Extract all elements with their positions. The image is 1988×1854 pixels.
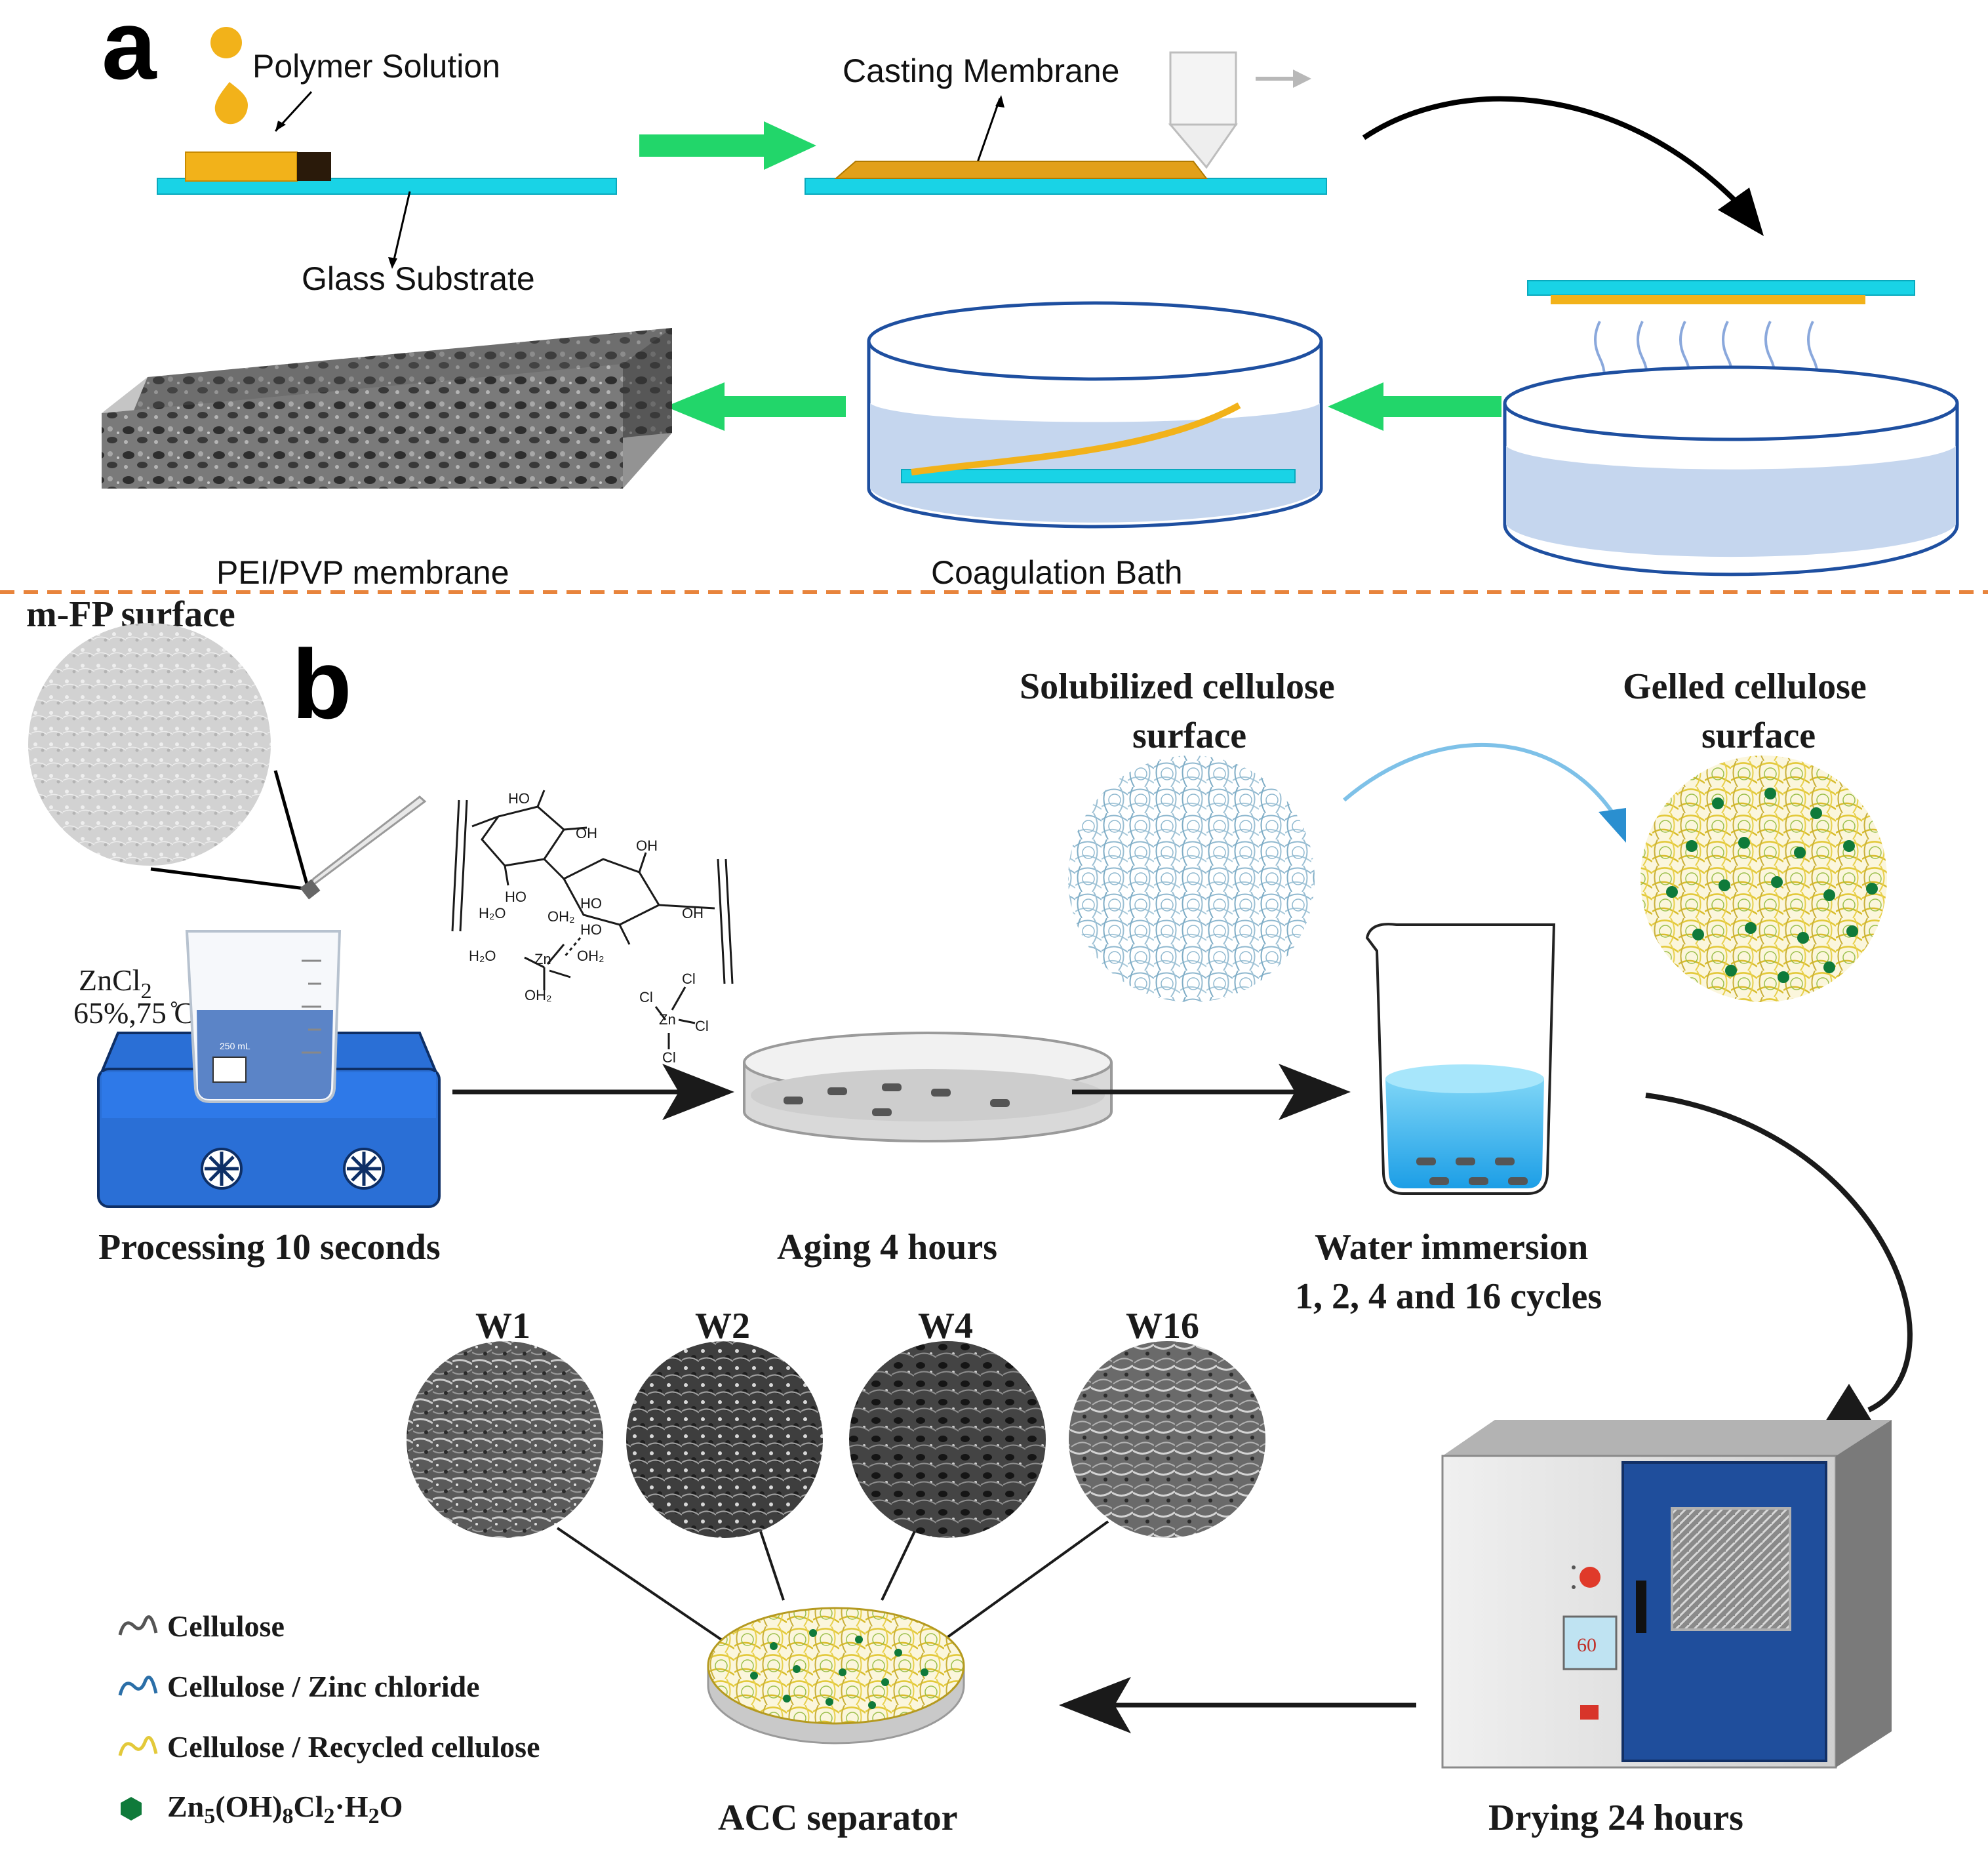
- legend: Cellulose Cellulose / Zinc chloride Cell…: [118, 1609, 540, 1828]
- svg-text:Zn: Zn: [659, 1011, 676, 1028]
- sample-label-w2: W2: [695, 1306, 750, 1346]
- curved-arrow-down: [1362, 96, 1746, 212]
- step-aging-label: Aging 4 hours: [777, 1227, 997, 1268]
- svg-text:HO: HO: [580, 921, 602, 938]
- coagulation-bath-label: Coagulation Bath: [931, 554, 1183, 591]
- svg-text:HO: HO: [580, 895, 602, 912]
- panel-a-letter: a: [102, 0, 157, 100]
- casting-membrane-label: Casting Membrane: [843, 52, 1119, 89]
- svg-text:Cl: Cl: [682, 971, 696, 987]
- oven-display-panel: [1562, 1615, 1618, 1670]
- oven-handle[interactable]: [1636, 1581, 1646, 1633]
- arrow-to-water: [1072, 1064, 1351, 1120]
- water-bath: [1503, 365, 1959, 576]
- sem-image-w2: [626, 1341, 823, 1538]
- gelled-cellulose-image: [1640, 756, 1887, 1002]
- svg-text:250 mL: 250 mL: [220, 1041, 250, 1051]
- oven-switch[interactable]: [1580, 1705, 1599, 1720]
- svg-text:Cl: Cl: [662, 1049, 676, 1066]
- svg-text:HO: HO: [508, 790, 530, 807]
- cast-film: [834, 161, 1208, 179]
- green-arrow-left-2: [666, 382, 846, 431]
- panel-b-letter: b: [292, 629, 352, 739]
- legend-cellulose-recycled-label: Cellulose / Recycled cellulose: [167, 1730, 540, 1763]
- legend-cellulose-zncl-icon: [118, 1676, 158, 1696]
- oven-display-value: 60: [1577, 1634, 1597, 1656]
- svg-text:OH₂: OH₂: [547, 908, 575, 925]
- sem-image-w4: [849, 1341, 1046, 1538]
- coagulation-bath: [867, 301, 1323, 529]
- cellulose-zinc-complex: [451, 790, 734, 1049]
- panel-b: m-FP surface b ZnCl2 65%,75 ̊C: [26, 594, 1913, 1838]
- green-arrow-right: [639, 121, 816, 170]
- tweezers: [300, 796, 427, 900]
- zncl2-conditions: 65%,75 ̊C: [73, 996, 194, 1030]
- polymer-drops: [210, 27, 248, 125]
- step-drying-label: Drying 24 hours: [1488, 1798, 1743, 1838]
- zncl2-label: ZnCl2: [79, 963, 152, 1003]
- beaker-on-hotplate: 250 mL: [185, 930, 342, 1103]
- pei-pvp-membrane-block: [102, 328, 672, 489]
- water-beaker: [1365, 923, 1556, 1195]
- svg-text:OH: OH: [636, 837, 658, 854]
- connector-lines: [556, 1520, 1109, 1641]
- inverted-plate: [1527, 280, 1915, 296]
- legend-cellulose-label: Cellulose: [167, 1609, 285, 1643]
- knob-left[interactable]: [201, 1148, 243, 1190]
- legend-cellulose-icon: [118, 1615, 158, 1636]
- casting-blade: [1168, 51, 1238, 169]
- svg-text:H₂O: H₂O: [479, 905, 506, 921]
- step-water-label-line2: 1, 2, 4 and 16 cycles: [1295, 1276, 1602, 1317]
- sample-label-w4: W4: [918, 1306, 973, 1346]
- solubilized-cellulose-image: [1068, 756, 1315, 1002]
- arrow-to-separator: [1059, 1677, 1416, 1733]
- step-water-label-line1: Water immersion: [1315, 1227, 1588, 1268]
- solubilized-label-line1: Solubilized cellulose: [1020, 666, 1335, 707]
- drying-oven: 60: [1441, 1420, 1892, 1769]
- oven-window: [1671, 1507, 1791, 1631]
- petri-dish: [743, 1032, 1113, 1142]
- blue-transition-arrow: [1343, 742, 1615, 815]
- svg-text:OH₂: OH₂: [525, 987, 552, 1003]
- svg-text:H₂O: H₂O: [469, 948, 496, 964]
- legend-zn-hexagon-icon: [121, 1797, 142, 1821]
- svg-text:OH: OH: [576, 825, 597, 841]
- gelled-label-line1: Gelled cellulose: [1623, 666, 1867, 707]
- svg-text:OH: OH: [682, 905, 704, 921]
- glass-substrate-label: Glass Substrate: [302, 260, 535, 297]
- knob-right[interactable]: [343, 1148, 385, 1190]
- sample-label-w16: W16: [1126, 1306, 1199, 1346]
- gelled-label-line2: surface: [1701, 715, 1816, 756]
- svg-text:OH₂: OH₂: [577, 948, 605, 964]
- acc-separator-disc: [707, 1607, 965, 1744]
- curved-arrow-to-oven: [1645, 1093, 1913, 1413]
- mfp-surface-image: [28, 623, 271, 866]
- gray-arrow-right: [1256, 70, 1311, 88]
- step-processing-label: Processing 10 seconds: [98, 1227, 441, 1268]
- sem-image-w16: [1069, 1341, 1265, 1538]
- legend-zn-label: Zn5(OH)8Cl2·H2O: [167, 1790, 403, 1828]
- legend-cellulose-zncl-label: Cellulose / Zinc chloride: [167, 1670, 480, 1703]
- oven-power-button[interactable]: [1580, 1567, 1600, 1588]
- sample-label-w1: W1: [475, 1306, 530, 1346]
- pei-pvp-membrane-label: PEI/PVP membrane: [216, 554, 509, 591]
- svg-text:Zn: Zn: [534, 951, 551, 967]
- molecule-labels: HO OH HO OH HO OH H₂O OH₂ HO H₂O OH₂ Zn …: [469, 790, 709, 1066]
- step-separator-label: ACC separator: [718, 1798, 957, 1838]
- panel-a: a Polymer Solution Glass Substrate Casti…: [102, 0, 1959, 591]
- svg-text:Cl: Cl: [639, 989, 653, 1005]
- polymer-block: [185, 151, 298, 182]
- sem-image-w1: [407, 1341, 603, 1538]
- glass-substrate-2: [805, 178, 1327, 195]
- solubilized-label-line2: surface: [1132, 715, 1246, 756]
- svg-text:HO: HO: [505, 889, 527, 905]
- polymer-solution-label: Polymer Solution: [252, 48, 500, 85]
- legend-cellulose-recycled-icon: [118, 1736, 158, 1756]
- arrow-to-aging: [452, 1064, 734, 1120]
- svg-text:Cl: Cl: [695, 1018, 709, 1034]
- green-arrow-left-1: [1328, 382, 1501, 431]
